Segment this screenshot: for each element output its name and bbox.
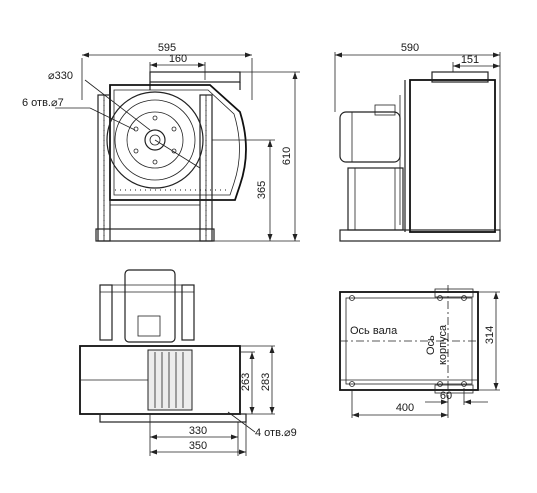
bl-inner-width-label: 330 xyxy=(189,425,207,437)
total-height-label: 610 xyxy=(281,147,293,165)
side-outlet-label: 151 xyxy=(461,54,479,66)
front-housing xyxy=(109,84,247,201)
front-view: 595 160 ⌀330 6 отв.⌀7 365 610 xyxy=(22,42,300,242)
side-base xyxy=(339,229,501,242)
side-housing xyxy=(409,79,496,233)
diameter-label: ⌀330 xyxy=(48,70,73,82)
impeller-outer-circle xyxy=(106,91,204,189)
plan-offset-label: 60 xyxy=(440,390,452,402)
front-outlet-label: 160 xyxy=(169,53,187,65)
shaft-hub xyxy=(144,129,166,151)
bl-outer-height-label: 283 xyxy=(260,373,272,391)
plan-holes xyxy=(349,295,467,387)
plan-depth-label: 314 xyxy=(484,326,496,344)
holes-leader xyxy=(89,107,136,131)
front-outlet-flange xyxy=(149,71,241,83)
bl-outer-width-label: 350 xyxy=(189,440,207,452)
diameter-leader xyxy=(84,79,151,131)
bl-motor xyxy=(124,269,176,343)
bl-mount-holes-label: 4 отв.⌀9 xyxy=(255,427,297,439)
plan-base-length-label: 400 xyxy=(396,402,414,414)
body-axis-label-2: корпуса xyxy=(437,324,449,365)
front-width-label: 595 xyxy=(158,42,176,54)
bl-inner-height-label: 263 xyxy=(240,373,252,391)
axis-height-label: 365 xyxy=(256,181,268,199)
side-view: 590 151 xyxy=(334,42,501,242)
side-motor xyxy=(339,111,401,163)
shaft-axis-label: Ось вала xyxy=(350,325,398,337)
front-base xyxy=(95,228,215,242)
holes-label: 6 отв.⌀7 xyxy=(22,97,64,109)
bl-base xyxy=(99,413,247,423)
side-outlet-flange xyxy=(431,71,489,83)
bottom-left-view: 263 283 330 350 4 отв.⌀9 xyxy=(79,269,297,456)
bl-holes-leader xyxy=(227,411,256,433)
body-axis-label-1: Ось xyxy=(425,335,437,355)
plan-view: Ось вала Ось корпуса 314 400 60 xyxy=(339,285,500,418)
side-length-label: 590 xyxy=(401,42,419,54)
